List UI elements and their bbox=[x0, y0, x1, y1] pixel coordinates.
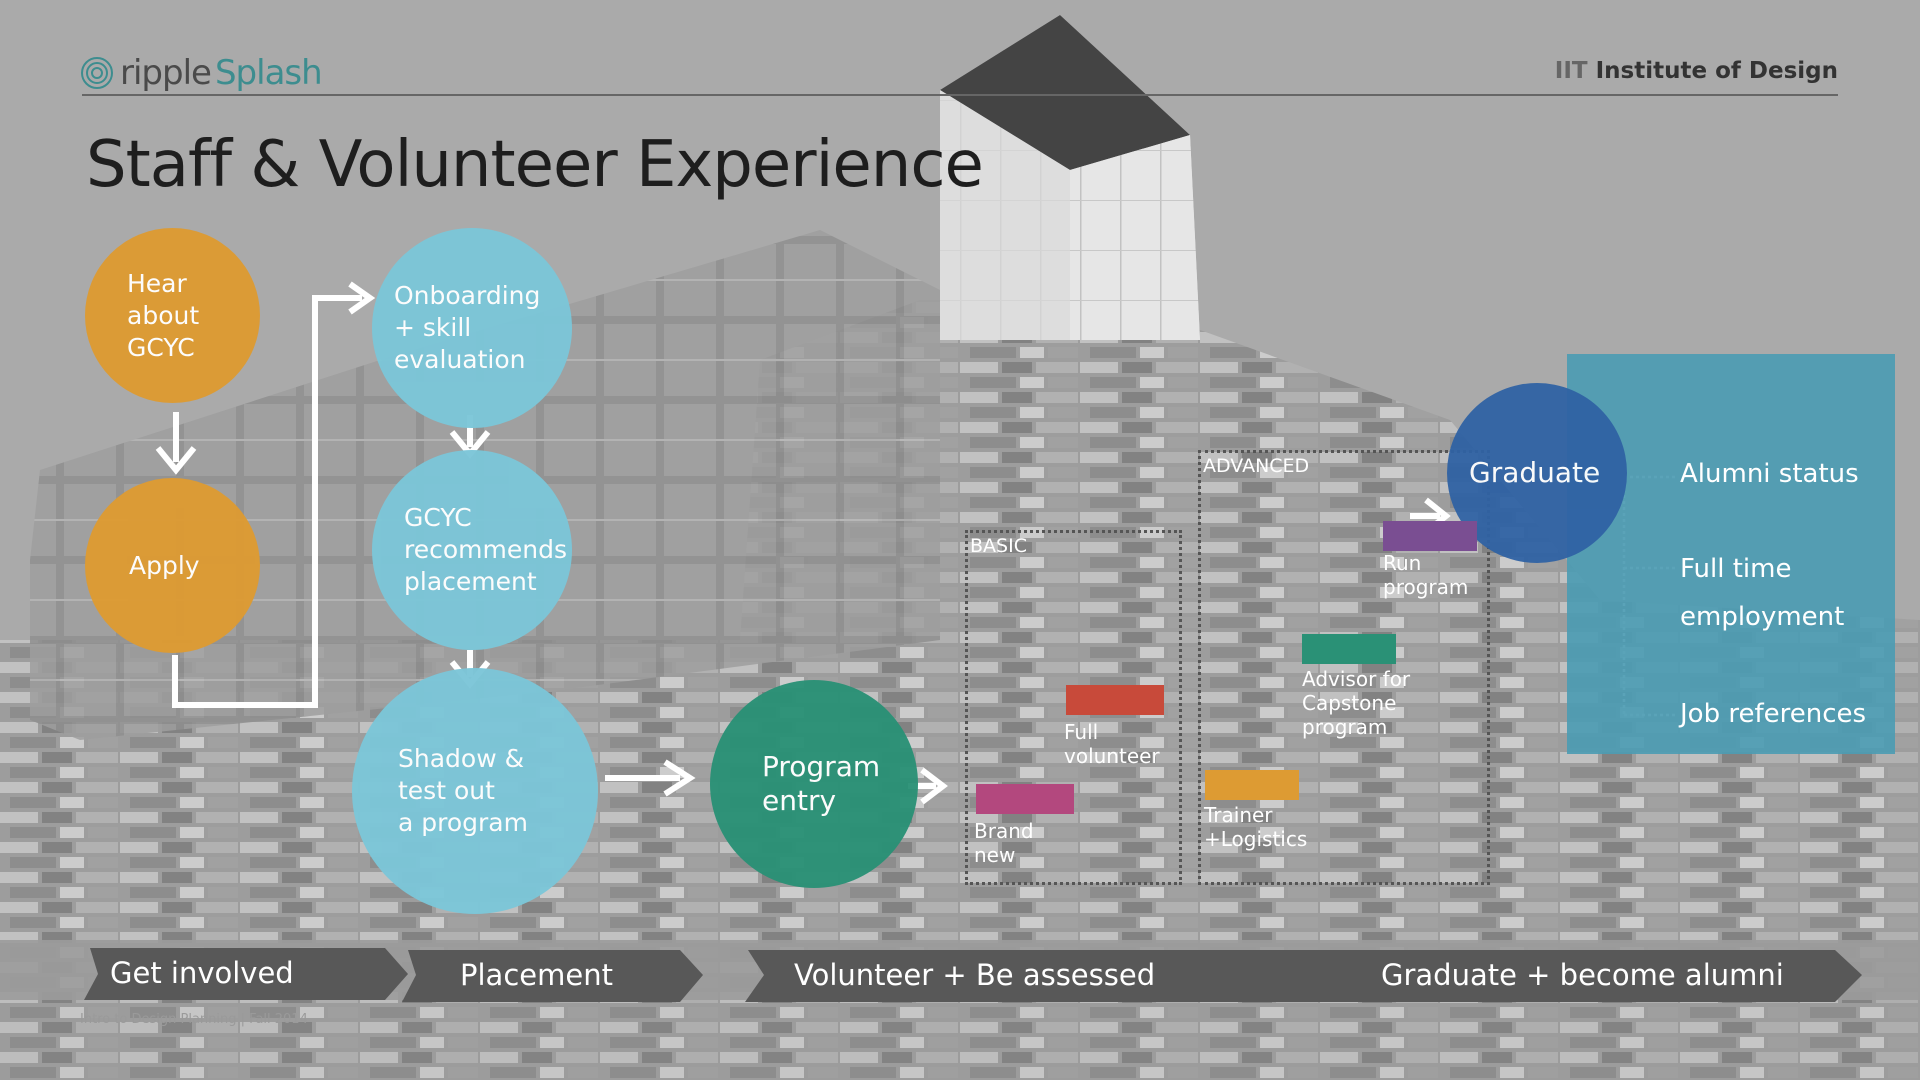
node-program-entry-label: Program entry bbox=[762, 750, 881, 817]
milestone-label-run-program: Run program bbox=[1383, 551, 1469, 599]
outcome-job-references: Job references bbox=[1680, 699, 1867, 729]
node-graduate: Graduate bbox=[1447, 383, 1627, 563]
node-hear-about-gcyc: Hear about GCYC bbox=[85, 228, 260, 403]
stage-label-placement: Placement bbox=[460, 958, 613, 992]
footer-course-label: Intro to Design Planning | Fall 2014 bbox=[80, 1012, 308, 1027]
stage-chevron-placement bbox=[402, 950, 703, 1002]
stage-chevron-get-involved bbox=[84, 948, 408, 1000]
outcome-full-time-employment: Full time employment bbox=[1680, 554, 1845, 632]
node-onboarding-label: Onboarding + skill evaluation bbox=[394, 281, 541, 374]
advanced-region-label: ADVANCED bbox=[1203, 455, 1310, 477]
node-apply: Apply bbox=[85, 478, 260, 653]
node-shadow-test: Shadow & test out a program bbox=[352, 668, 598, 914]
stage-label-volunteer: Volunteer + Be assessed bbox=[794, 958, 1156, 992]
outcome-alumni-status: Alumni status bbox=[1680, 459, 1859, 489]
iit-prefix: IIT bbox=[1554, 58, 1588, 84]
node-hear-label: Hear about GCYC bbox=[127, 268, 200, 362]
stage-label-graduate: Graduate + become alumni bbox=[1381, 958, 1784, 992]
advanced-region bbox=[1198, 450, 1490, 885]
milestone-bar-run-program bbox=[1383, 521, 1477, 551]
node-shadow-label: Shadow & test out a program bbox=[398, 744, 528, 837]
milestone-label-advisor: Advisor for Capstone program bbox=[1302, 667, 1411, 739]
node-graduate-label: Graduate bbox=[1469, 456, 1601, 489]
logo-text-splash: Splash bbox=[214, 53, 323, 93]
alumni-outcomes-panel bbox=[1567, 354, 1895, 754]
iit-logo: IIT Institute of Design bbox=[1555, 58, 1838, 84]
ripplesplash-logo: ripple Splash bbox=[80, 50, 323, 96]
logo-text-ripple: ripple bbox=[120, 53, 212, 93]
milestone-label-trainer: Trainer +Logistics bbox=[1204, 803, 1308, 851]
milestone-label-brand-new: Brand new bbox=[974, 819, 1034, 867]
milestone-bar-brand-new bbox=[976, 784, 1074, 814]
stage-chevron-volunteer-graduate bbox=[745, 950, 1862, 1002]
basic-region bbox=[965, 530, 1182, 885]
node-program-entry: Program entry bbox=[710, 680, 918, 888]
arrow-apply-to-onboarding bbox=[172, 295, 362, 708]
node-onboarding: Onboarding + skill evaluation bbox=[372, 228, 572, 428]
milestone-bar-advisor bbox=[1302, 634, 1396, 664]
node-apply-label: Apply bbox=[129, 550, 200, 580]
milestone-bar-trainer bbox=[1205, 770, 1299, 800]
header-divider bbox=[82, 94, 1838, 96]
node-gcyc-recommends: GCYC recommends placement bbox=[372, 450, 572, 650]
slide-title: Staff & Volunteer Experience bbox=[86, 128, 984, 202]
milestone-label-full-volunteer: Full volunteer bbox=[1064, 720, 1160, 768]
basic-region-label: BASIC bbox=[970, 535, 1027, 557]
stage-label-get-involved: Get involved bbox=[110, 956, 294, 990]
milestone-bar-full-volunteer bbox=[1066, 685, 1164, 715]
ripple-logo-icon bbox=[81, 57, 113, 89]
iit-org-name: Institute of Design bbox=[1595, 58, 1838, 84]
node-recommends-label: GCYC recommends placement bbox=[404, 503, 567, 596]
